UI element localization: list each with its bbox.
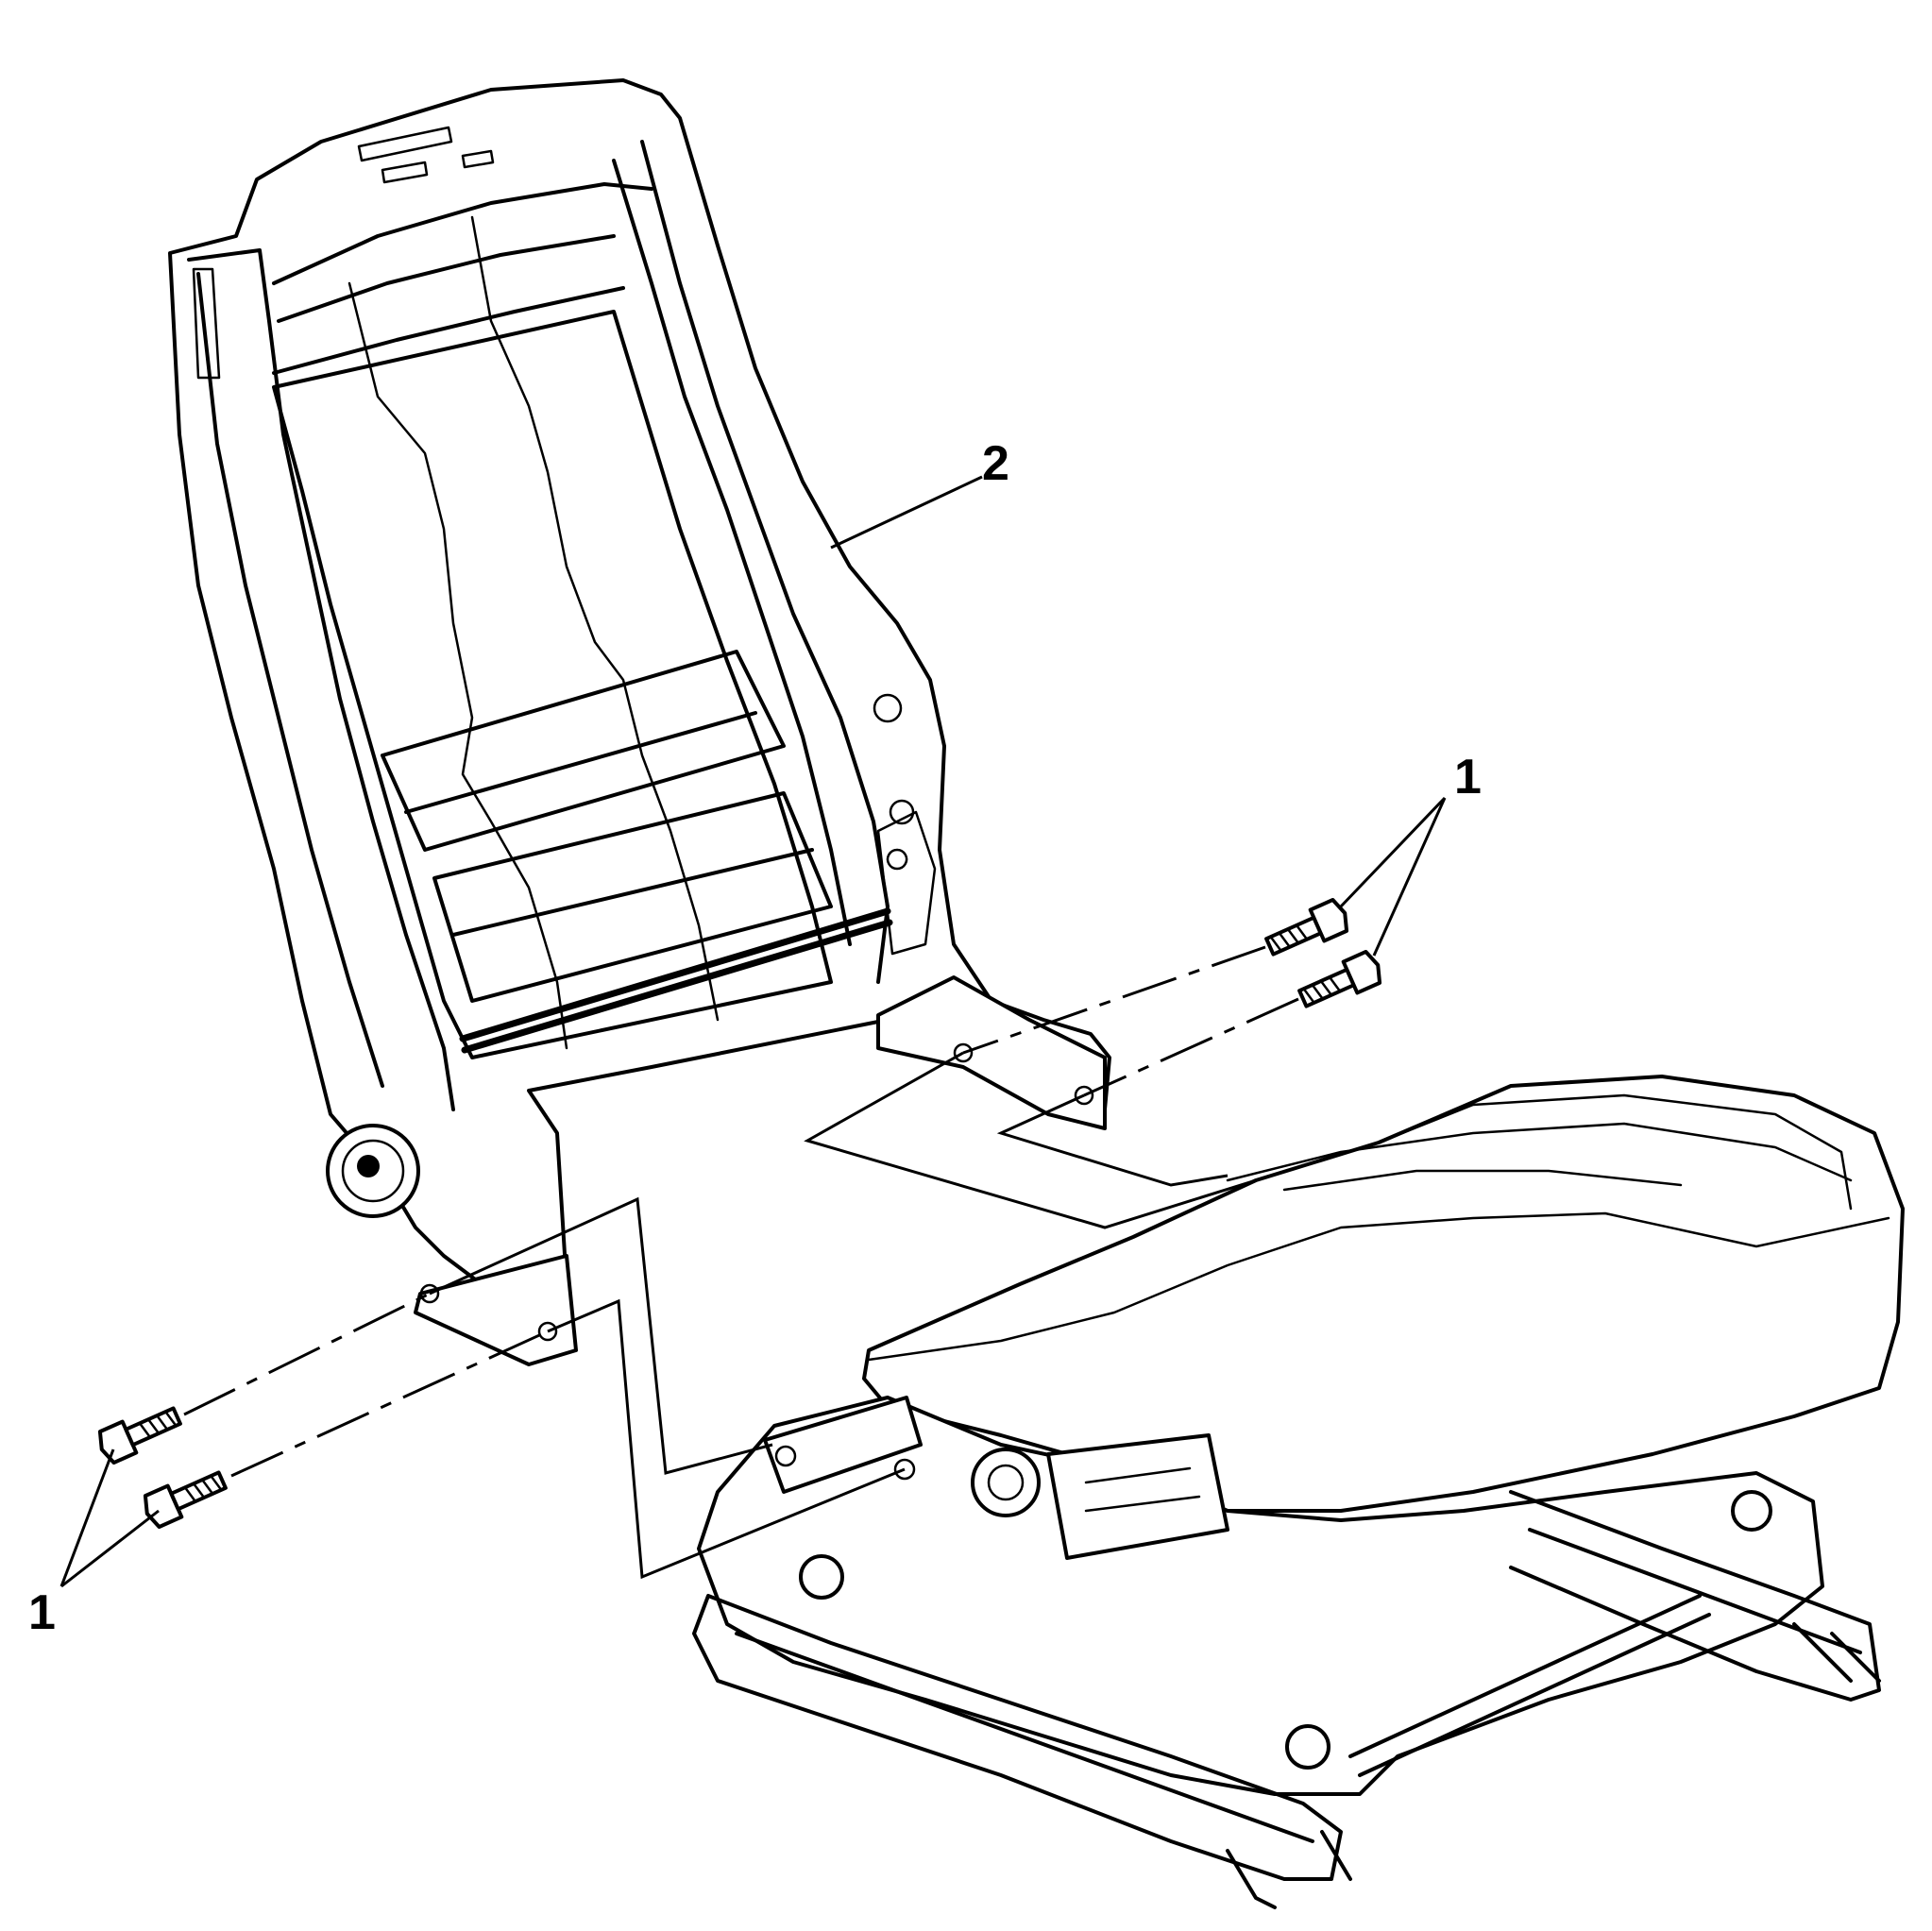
seat-cushion bbox=[862, 1075, 1905, 1513]
seat-front-pivot bbox=[799, 1554, 844, 1600]
seat-track-foot-right bbox=[1792, 1622, 1881, 1683]
seatback-cross-rod bbox=[459, 907, 893, 1054]
seat-right-pivot bbox=[1731, 1490, 1772, 1532]
seatback-top-slots bbox=[357, 126, 495, 184]
recliner-hub-left bbox=[326, 1124, 420, 1218]
leader-1-lower-a bbox=[59, 1448, 115, 1587]
seat-adjuster-gearbox bbox=[1046, 1433, 1229, 1560]
bolt-path-upper-2 bbox=[1083, 997, 1299, 1097]
seat-adjuster-gearbox-detail bbox=[1084, 1466, 1201, 1513]
seatback-mid-panel bbox=[381, 650, 786, 852]
seat-track-assembly bbox=[692, 1396, 1881, 1909]
seat-track-right-rail bbox=[1509, 1490, 1881, 1702]
seat-rear-pivot bbox=[1285, 1724, 1330, 1770]
alignment-line-left-inner bbox=[547, 1298, 906, 1580]
bolt-icon bbox=[1264, 897, 1349, 957]
seatback-inner-opening bbox=[272, 310, 833, 1059]
seatback-outer-frame bbox=[168, 78, 1111, 1300]
left-mount-hole-2 bbox=[537, 1321, 558, 1342]
seatback-left-rail bbox=[187, 248, 455, 1111]
left-mount-hole-1 bbox=[419, 1283, 440, 1304]
bolts-lower-left bbox=[97, 1292, 549, 1530]
seatback-left-rail-slot bbox=[192, 267, 221, 380]
seat-cushion-seam-front bbox=[867, 1211, 1890, 1362]
bolt-path-lower-2 bbox=[230, 1330, 549, 1478]
callout-1-upper: 1 bbox=[1454, 750, 1482, 805]
right-pivot-bolt-2 bbox=[889, 799, 915, 825]
suspension-wire-left bbox=[347, 281, 568, 1050]
seat-cushion-side-bolster bbox=[1377, 1093, 1853, 1211]
seat-track-foot-left bbox=[1226, 1830, 1352, 1909]
callout-1-lower: 1 bbox=[28, 1585, 56, 1640]
leader-2 bbox=[830, 475, 983, 550]
bolt-path-lower-1 bbox=[183, 1292, 431, 1416]
seat-track-left-rail bbox=[692, 1594, 1343, 1881]
suspension-wire-right bbox=[470, 215, 720, 1022]
seatback-right-mount-tab bbox=[876, 975, 1107, 1130]
bolt-path-upper-1 bbox=[962, 945, 1266, 1055]
bolt-icon bbox=[143, 1470, 228, 1530]
right-mount-hole-1 bbox=[953, 1042, 974, 1063]
callout-2: 2 bbox=[982, 436, 1009, 491]
seat-adjuster-motor-hub bbox=[987, 1464, 1025, 1501]
seat-mount-hole-left-2 bbox=[893, 1458, 916, 1481]
alignment-line-right-outer bbox=[804, 1051, 1257, 1229]
bolt-icon bbox=[97, 1406, 182, 1465]
seat-cushion-seam-top bbox=[1226, 1122, 1853, 1192]
seatback-frame bbox=[168, 78, 1111, 1366]
leader-1-upper-a bbox=[1339, 796, 1447, 908]
right-mount-hole-2 bbox=[1074, 1085, 1094, 1106]
recliner-mechanism-right bbox=[876, 810, 937, 956]
bolts-upper-right bbox=[962, 897, 1382, 1097]
seat-adjuster-motor bbox=[971, 1448, 1041, 1517]
seat-mount-bracket-left bbox=[763, 1396, 923, 1494]
alignment-line-left-outer bbox=[429, 1196, 773, 1475]
leader-1-upper-b bbox=[1372, 797, 1447, 957]
seatback-lower-panel bbox=[432, 791, 833, 1003]
alignment-line-right-inner bbox=[996, 1093, 1229, 1187]
alignment-lines bbox=[429, 1051, 1257, 1580]
right-pivot-bolt bbox=[873, 693, 903, 723]
seat-cross-tube bbox=[1348, 1594, 1711, 1777]
seat-mount-hole-left-1 bbox=[774, 1445, 797, 1467]
seatback-top-crossmember bbox=[272, 182, 653, 375]
bolt-icon bbox=[1297, 949, 1382, 1008]
leader-1-lower-b bbox=[60, 1509, 160, 1588]
